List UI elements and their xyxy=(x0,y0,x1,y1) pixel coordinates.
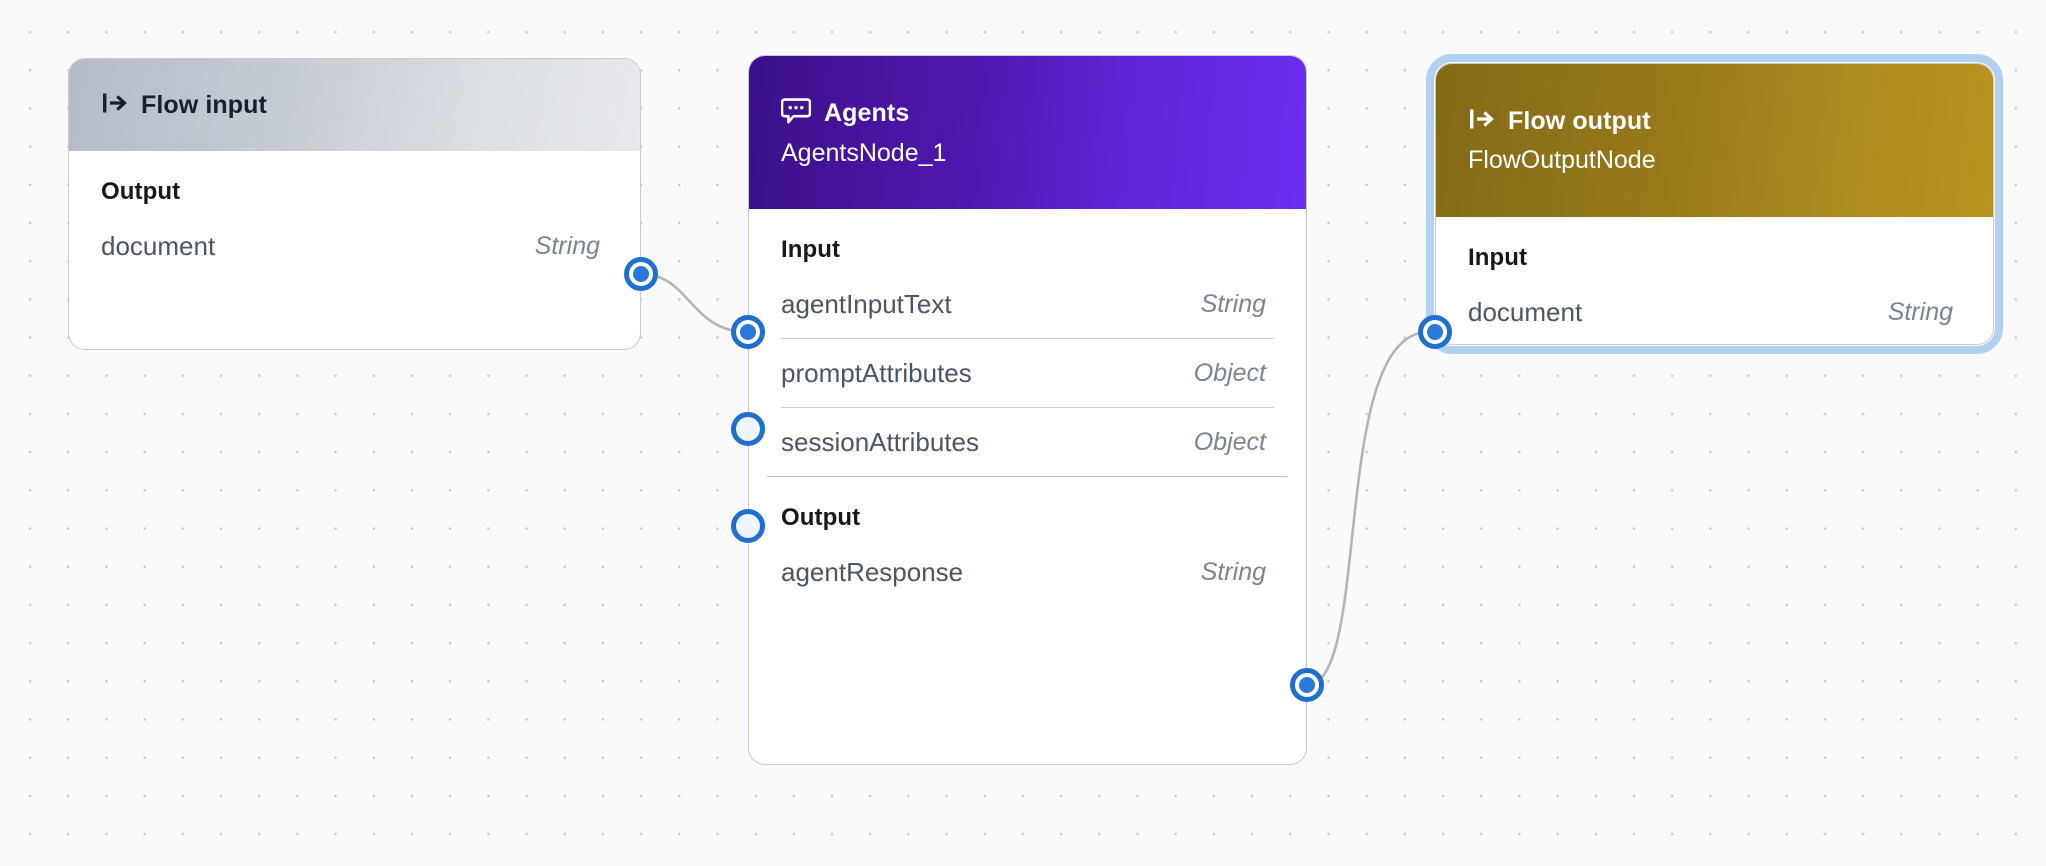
section-label-input: Input xyxy=(1468,244,1528,271)
node-flow-output-header[interactable]: Flow output FlowOutputNode xyxy=(1436,64,1993,217)
flow-output-arrow-icon xyxy=(1468,106,1495,137)
port-row-promptattributes[interactable]: promptAttributes Object xyxy=(781,339,1274,407)
port-type-promptattributes: Object xyxy=(1193,358,1266,387)
handle-flow-input-document-source[interactable] xyxy=(624,257,658,291)
node-agents[interactable]: Agents AgentsNode_1 Input agentInputText… xyxy=(731,55,1324,765)
section-divider xyxy=(767,476,1288,477)
section-label-input: Input xyxy=(781,236,841,263)
node-flow-input-title: Flow input xyxy=(141,90,267,119)
edge-agents-to-flow-output[interactable] xyxy=(1306,330,1428,687)
port-name-sessionattributes: sessionAttributes xyxy=(781,426,979,457)
port-row-agentinputtext[interactable]: agentInputText String xyxy=(781,270,1274,338)
node-flow-output-title: Flow output xyxy=(1508,107,1651,135)
handle-agents-promptattributes-target[interactable] xyxy=(731,412,765,446)
port-name-agentresponse: agentResponse xyxy=(781,556,964,587)
port-type-document: String xyxy=(1887,297,1953,326)
handle-agents-agentresponse-source[interactable] xyxy=(1290,668,1324,702)
node-agents-title: Agents xyxy=(824,99,910,127)
port-name-agentinputtext: agentInputText xyxy=(781,288,952,319)
port-type-sessionattributes: Object xyxy=(1193,427,1266,456)
handle-agents-sessionattributes-target[interactable] xyxy=(731,509,765,543)
node-flow-output-subtitle: FlowOutputNode xyxy=(1468,146,1656,174)
handle-agents-agentinputtext-target[interactable] xyxy=(731,315,765,349)
node-flow-input-header[interactable]: Flow input xyxy=(69,59,640,151)
port-name-document: document xyxy=(101,230,216,261)
port-row-sessionattributes[interactable]: sessionAttributes Object xyxy=(781,408,1274,476)
node-flow-input-body: Output document String xyxy=(69,151,640,280)
section-label-output: Output xyxy=(101,178,181,205)
flow-input-arrow-icon xyxy=(101,90,128,121)
port-name-promptattributes: promptAttributes xyxy=(781,357,972,388)
section-label-output: Output xyxy=(781,504,861,531)
port-name-document: document xyxy=(1468,296,1583,327)
port-type-agentinputtext: String xyxy=(1200,289,1266,318)
node-flow-output[interactable]: Flow output FlowOutputNode Input documen… xyxy=(1418,54,2003,354)
node-agents-subtitle: AgentsNode_1 xyxy=(781,139,947,167)
node-agents-header[interactable]: Agents AgentsNode_1 xyxy=(749,56,1306,209)
port-type-agentresponse: String xyxy=(1200,557,1266,586)
selection-ring xyxy=(1426,54,2003,354)
port-type-document: String xyxy=(534,231,600,260)
node-flow-input[interactable]: Flow input Output document String xyxy=(68,58,658,350)
port-row-document[interactable]: document String xyxy=(101,212,608,280)
speech-bubble-dots-icon xyxy=(780,97,812,130)
port-row-agentresponse[interactable]: agentResponse String xyxy=(781,538,1274,606)
port-row-document[interactable]: document String xyxy=(1468,278,1961,344)
port-divider xyxy=(781,407,1274,408)
node-flow-output-body: Input document String xyxy=(1436,217,1993,344)
node-agents-body: Input agentInputText String promptAttrib… xyxy=(749,209,1306,606)
port-divider xyxy=(781,338,1274,339)
handle-flow-output-document-target[interactable] xyxy=(1418,315,1452,349)
